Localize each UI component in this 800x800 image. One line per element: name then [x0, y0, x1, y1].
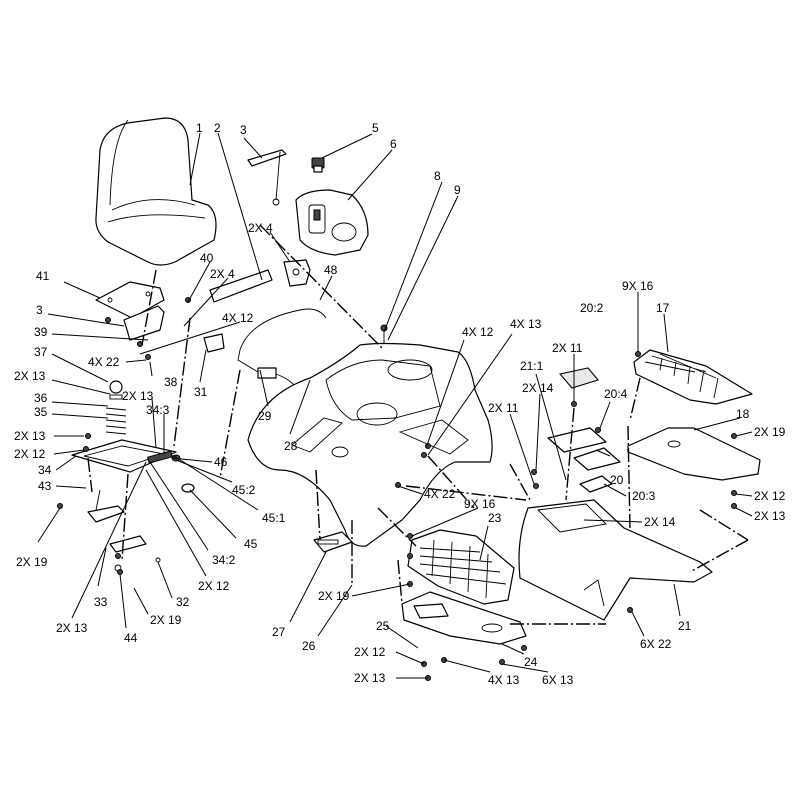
- callout-27: 27: [272, 625, 286, 639]
- callout-2x12-a: 2X 12: [14, 447, 46, 461]
- callout-45-1: 45:1: [262, 511, 286, 525]
- callout-2x13-a: 2X 13: [14, 369, 46, 383]
- callout-2x11-b: 2X 11: [488, 401, 519, 415]
- part-seat-plate-41: [95, 281, 165, 319]
- callout-21: 21: [678, 619, 692, 633]
- callout-2x13-c: 2X 13: [14, 429, 46, 443]
- callout-6x22: 6X 22: [640, 637, 672, 651]
- callout-39: 39: [34, 325, 48, 339]
- callout-2x19-c: 2X 19: [754, 425, 786, 439]
- callout-2x4-a: 2X 4: [248, 221, 273, 235]
- callout-2x13-f: 2X 13: [354, 671, 386, 685]
- callout-2x13-e: 2X 13: [754, 509, 786, 523]
- callout-43: 43: [38, 479, 52, 493]
- callout-28: 28: [284, 439, 298, 453]
- part-plate-20: [547, 367, 621, 493]
- part-running-board-21: [518, 499, 713, 621]
- callout-2x12-d: 2X 12: [354, 645, 386, 659]
- callout-20-4: 20:4: [604, 387, 628, 401]
- callout-40: 40: [200, 251, 214, 265]
- leader-lines: [37, 132, 753, 679]
- assembly-lines: [87, 224, 749, 625]
- callout-32: 32: [176, 595, 190, 609]
- callout-2x4-b: 2X 4: [210, 267, 235, 281]
- callout-2x13-d: 2X 13: [56, 621, 88, 635]
- callout-2x11-a: 2X 11: [552, 341, 583, 355]
- callout-23: 23: [488, 511, 502, 525]
- callout-31: 31: [194, 385, 208, 399]
- callouts: 1 2 3 5 6 8 9 2X 4 40 2X 4 48 41 3 4X 12…: [14, 121, 786, 687]
- callout-2x19-d: 2X 19: [318, 589, 350, 603]
- callout-44: 44: [124, 631, 138, 645]
- part-rod-3: [247, 149, 287, 206]
- callout-9x16-b: 9X 16: [464, 497, 496, 511]
- part-footrest-17: [633, 349, 753, 405]
- callout-3-left: 3: [36, 303, 43, 317]
- callout-9: 9: [454, 183, 461, 197]
- callout-45: 45: [244, 537, 258, 551]
- callout-17: 17: [656, 301, 670, 315]
- callout-2x19-b: 2X 19: [150, 613, 182, 627]
- callout-21-1: 21:1: [520, 359, 544, 373]
- callout-4x12-b: 4X 12: [462, 325, 494, 339]
- part-bracket-3: [123, 305, 165, 341]
- callout-2x19-a: 2X 19: [16, 555, 48, 569]
- callout-6x13: 6X 13: [542, 673, 574, 687]
- part-fender-body: [247, 342, 493, 547]
- callout-29: 29: [258, 409, 272, 423]
- part-console-6: [295, 189, 369, 256]
- part-plate-24: [401, 591, 527, 645]
- callout-2x12-b: 2X 12: [198, 579, 230, 593]
- callout-2x12-c: 2X 12: [754, 489, 786, 503]
- callout-2x14-b: 2X 14: [644, 515, 676, 529]
- callout-20: 20: [610, 473, 624, 487]
- callout-18: 18: [736, 407, 750, 421]
- part-footrest-23: [407, 529, 515, 605]
- callout-36: 36: [34, 391, 48, 405]
- callout-34-2: 34:2: [212, 553, 236, 567]
- callout-46: 46: [214, 455, 228, 469]
- callout-34-3: 34:3: [146, 403, 170, 417]
- callout-6: 6: [390, 137, 397, 151]
- callout-3-top: 3: [240, 123, 247, 137]
- part-spring-stack: [105, 380, 127, 435]
- callout-20-3: 20:3: [632, 489, 656, 503]
- callout-2: 2: [214, 121, 221, 135]
- callout-37: 37: [34, 345, 48, 359]
- callout-24: 24: [524, 655, 538, 669]
- callout-4x22-b: 4X 22: [424, 487, 456, 501]
- callout-2x13-b: 2X 13: [122, 389, 154, 403]
- callout-4x13-b: 4X 13: [488, 673, 520, 687]
- callout-4x12-a: 4X 12: [222, 311, 254, 325]
- callout-20-2: 20:2: [580, 301, 604, 315]
- callout-34: 34: [38, 463, 52, 477]
- callout-41: 41: [36, 269, 50, 283]
- callout-26: 26: [302, 639, 316, 653]
- callout-9x16-a: 9X 16: [622, 279, 654, 293]
- callout-4x13-a: 4X 13: [510, 317, 542, 331]
- callout-48: 48: [324, 263, 338, 277]
- callout-33: 33: [94, 595, 108, 609]
- callout-35: 35: [34, 405, 48, 419]
- callout-8: 8: [434, 169, 441, 183]
- part-switch-31: [203, 333, 225, 353]
- part-knob-5: [311, 157, 325, 173]
- callout-4x22-a: 4X 22: [88, 355, 120, 369]
- part-latch-links: [87, 489, 161, 572]
- part-bracket-48: [283, 259, 311, 287]
- callout-1: 1: [196, 121, 203, 135]
- callout-38: 38: [164, 375, 178, 389]
- callout-2x14-a: 2X 14: [522, 381, 554, 395]
- callout-45-2: 45:2: [232, 483, 256, 497]
- part-decal-2: [209, 269, 273, 303]
- callout-25: 25: [376, 619, 390, 633]
- part-seat: [95, 117, 217, 266]
- callout-5: 5: [372, 121, 379, 135]
- part-panel-18: [627, 427, 761, 481]
